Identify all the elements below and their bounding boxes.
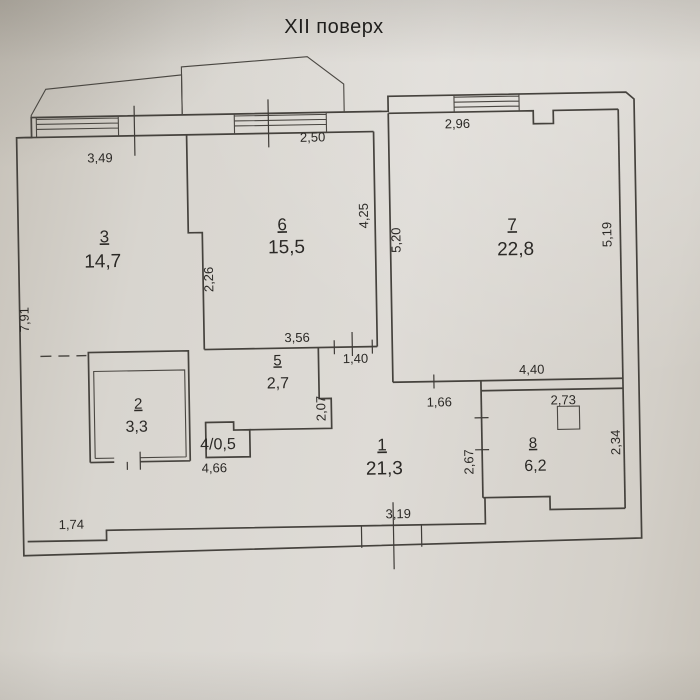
- dim-hall-top-wall: 3,56: [284, 330, 310, 345]
- dim-hall-opening: 1,40: [343, 351, 369, 366]
- balcony-door-dimension-line: [392, 502, 395, 570]
- room3-window: [35, 116, 120, 138]
- room1-room8-wall: [480, 380, 484, 498]
- top-dimension-ticks: [133, 99, 270, 156]
- room6-room7-wall: [372, 113, 394, 383]
- dim-room7-window: 2,96: [445, 116, 471, 131]
- dim-room7-opening: 1,66: [426, 394, 452, 409]
- room8-area: 6,2: [524, 458, 547, 475]
- dim-room7-right-wall: 5,19: [599, 222, 614, 248]
- room3-area: 14,7: [84, 251, 121, 273]
- room1-number: 1: [377, 435, 387, 454]
- hall-opening-ticks: [333, 331, 374, 356]
- room5-walls: [249, 347, 333, 431]
- hall-top-wall: [204, 345, 378, 351]
- room3-number: 3: [99, 227, 109, 246]
- plan-geometry: 3 14,7 6 15,5 7 22,8 5 2,7 2 3,3 4/0,5 1…: [15, 56, 643, 570]
- room2-area: 3,3: [125, 419, 148, 436]
- dim-balcony-door: 3,19: [385, 506, 411, 521]
- dim-room6-depth: 4,25: [356, 203, 371, 229]
- room5-area: 2,7: [267, 375, 290, 392]
- room3-dashed-boundary: [40, 354, 87, 358]
- dim-room8-top-wall: 2,73: [550, 392, 576, 407]
- dim-room7-left-wall: 5,20: [388, 227, 403, 253]
- room4-storage-outline: [204, 421, 252, 459]
- room7-area: 22,8: [497, 239, 534, 261]
- room7-number: 7: [507, 215, 517, 234]
- room8-door-ticks: [474, 416, 490, 451]
- dim-room8-door-wall: 2,67: [461, 449, 476, 475]
- balcony-door-ticks: [360, 524, 423, 548]
- dim-left-wall: 7,91: [17, 307, 32, 333]
- page-title: XII поверх: [284, 16, 383, 38]
- ventilation-shaft-square: [556, 405, 581, 430]
- balcony-right-outline: [180, 56, 345, 115]
- room6-number: 6: [277, 215, 287, 234]
- dim-room2-width: 4,66: [202, 460, 228, 475]
- room1-area: 21,3: [366, 458, 403, 480]
- room5-number: 5: [273, 352, 282, 369]
- dim-room3-room6-divider: 2,26: [201, 267, 216, 293]
- dim-bottom-left-wall: 1,74: [59, 517, 85, 532]
- room7-bottom-wall: [392, 377, 623, 384]
- dim-room8-right-wall: 2,34: [608, 430, 623, 456]
- hall-bottom-wall: [27, 497, 487, 543]
- dim-room5-right-wall: 2,07: [313, 396, 328, 422]
- room6-window: [233, 112, 328, 134]
- dim-room7-bottom-wall: 4,40: [519, 362, 545, 377]
- room7-top-wall: [388, 108, 619, 125]
- room4-label: 4/0,5: [200, 436, 236, 454]
- dim-room6-window: 2,50: [300, 129, 326, 144]
- room8-top-wall: [481, 387, 624, 392]
- room8-number: 8: [529, 435, 538, 452]
- room2-number: 2: [134, 396, 143, 413]
- room7-window: [453, 94, 520, 113]
- room3-room6-top-wall: [16, 130, 374, 139]
- room6-area: 15,5: [268, 237, 305, 259]
- right-inner-wall: [617, 109, 627, 509]
- room3-room6-divider-wall: [185, 134, 206, 350]
- room2-outline: [87, 349, 192, 470]
- dim-room3-window: 3,49: [87, 150, 113, 165]
- room8-bottom-wall: [482, 495, 626, 511]
